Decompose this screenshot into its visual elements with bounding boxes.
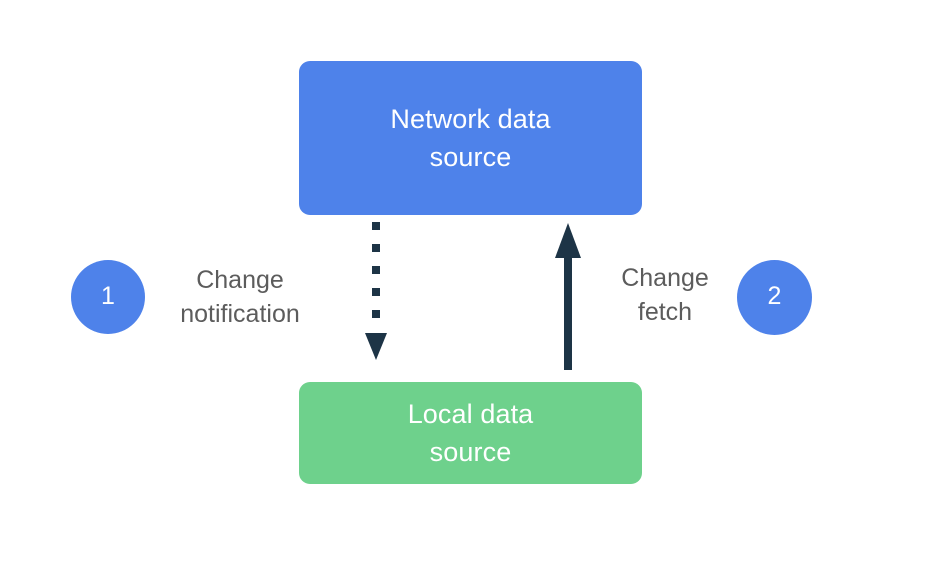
step-label-change-notification: Change notification [180, 266, 300, 328]
step-badge-1-number: 1 [101, 281, 115, 310]
arrow-change-notification-down-icon [365, 222, 387, 360]
arrow-change-fetch-up-icon [555, 223, 581, 370]
node-network-data-source-label: Network data source [390, 103, 551, 172]
step-badge-2[interactable]: 2 [737, 260, 812, 335]
node-local-data-source[interactable]: Local data source [299, 382, 642, 484]
step-badge-1[interactable]: 1 [71, 260, 145, 334]
node-local-data-source-label: Local data source [407, 398, 534, 467]
step-badge-2-number: 2 [767, 282, 782, 310]
node-network-data-source[interactable]: Network data source [299, 61, 642, 215]
step-label-change-fetch: Change fetch [621, 264, 709, 326]
